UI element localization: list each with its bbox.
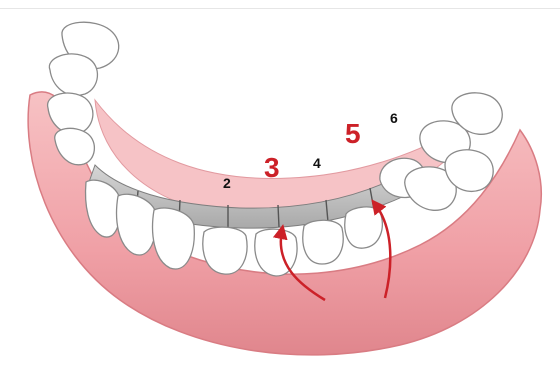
label-4: 4 (313, 156, 321, 170)
label-3: 3 (264, 154, 280, 182)
label-2: 2 (223, 176, 231, 190)
label-5: 5 (345, 120, 361, 148)
label-6: 6 (390, 111, 398, 125)
